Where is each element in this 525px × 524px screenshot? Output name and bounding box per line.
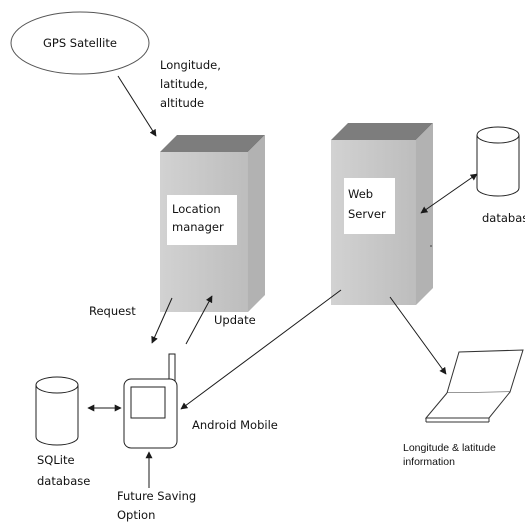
gps-satellite-ellipse: [10, 11, 150, 75]
arrows: [87, 75, 478, 488]
web-server-line-1: Web: [348, 187, 374, 201]
update-label: Update: [214, 313, 256, 327]
request-arrow: [151, 297, 173, 344]
laptop-caption-line-2: information: [403, 456, 455, 468]
request-label: Request: [89, 304, 136, 318]
gps-satellite-label: GPS Satellite: [43, 36, 117, 50]
gps-to-location-arrow: [117, 75, 157, 137]
android-mobile-label: Android Mobile: [192, 418, 278, 432]
location-manager-box: [160, 135, 265, 312]
server-database-arrow: [420, 173, 478, 214]
web-server-box: [331, 123, 433, 305]
server-database-cylinder: [476, 126, 520, 197]
web-server-line-2: Server: [348, 207, 386, 221]
coordinates-line-2: latitude,: [160, 77, 208, 91]
server-database-label: databas: [482, 211, 525, 225]
sqlite-line-2: database: [37, 474, 91, 488]
server-to-laptop-arrow: [389, 296, 447, 375]
server-to-phone-arrow: [180, 289, 342, 410]
android-phone: [123, 353, 178, 449]
update-arrow: [185, 295, 213, 345]
location-manager-line-2: manager: [172, 220, 224, 234]
coordinates-line-1: Longitude,: [160, 58, 221, 72]
future-saving-line-2: Option: [117, 508, 156, 522]
location-manager-line-1: Location: [172, 202, 221, 216]
sqlite-line-1: SQLite: [37, 453, 75, 467]
sqlite-database-cylinder: [35, 376, 79, 446]
laptop: [424, 349, 524, 423]
laptop-caption-line-1: Longitude & latitude: [403, 442, 496, 454]
coordinates-line-3: altitude: [160, 96, 205, 110]
future-saving-line-1: Future Saving: [117, 489, 197, 503]
